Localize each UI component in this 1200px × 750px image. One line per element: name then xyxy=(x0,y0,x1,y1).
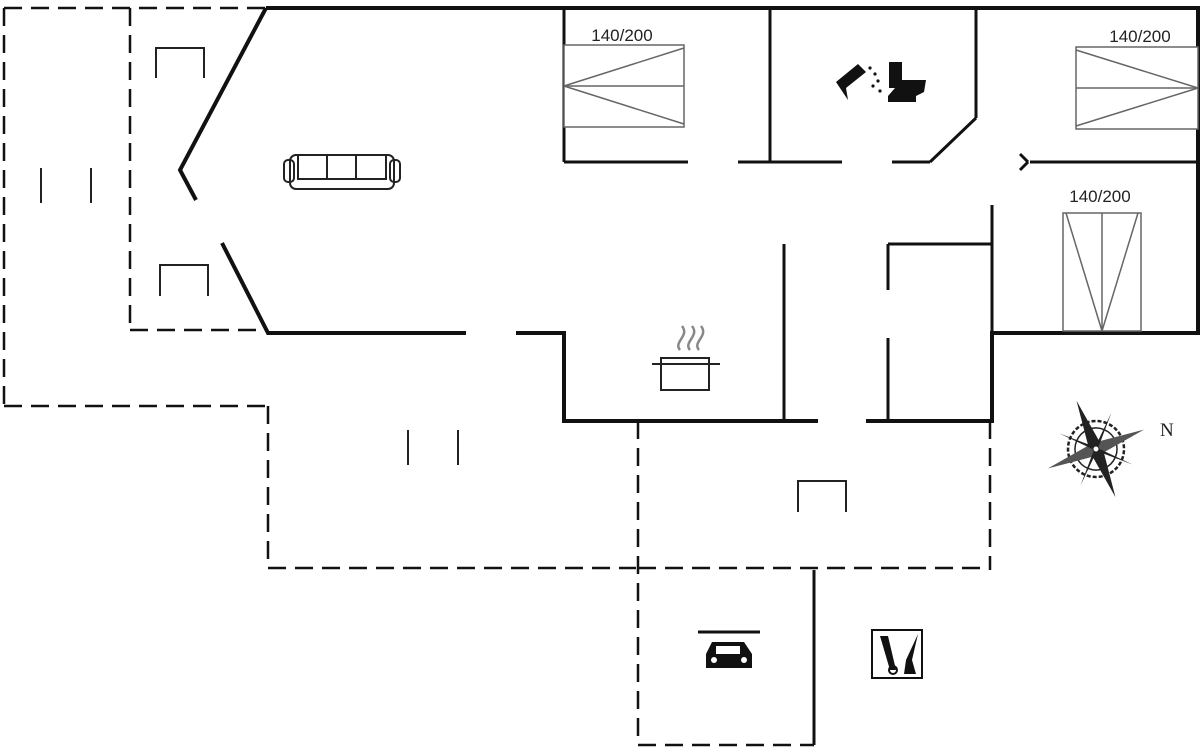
cleaning-tools-icon xyxy=(871,629,923,679)
compass-rose-icon xyxy=(1047,400,1145,498)
shower-icon xyxy=(836,64,882,100)
compass-north-label: N xyxy=(1160,420,1174,441)
car-icon xyxy=(698,630,760,668)
bed-1 xyxy=(563,44,685,128)
bed-1-size-label: 140/200 xyxy=(591,26,652,45)
exterior-walls xyxy=(177,6,1200,423)
interior-walls xyxy=(562,8,1198,745)
cooking-pot-icon xyxy=(652,325,720,391)
bed-2-size-label: 140/200 xyxy=(1109,27,1170,46)
bed-2 xyxy=(1075,46,1199,130)
bed-3-size-label: 140/200 xyxy=(1069,187,1130,206)
toilet-icon xyxy=(888,62,926,102)
terrace-outlines xyxy=(2,6,992,747)
sofa-icon xyxy=(283,154,401,190)
outdoor-chairs xyxy=(40,47,847,512)
bed-3 xyxy=(1062,212,1142,332)
